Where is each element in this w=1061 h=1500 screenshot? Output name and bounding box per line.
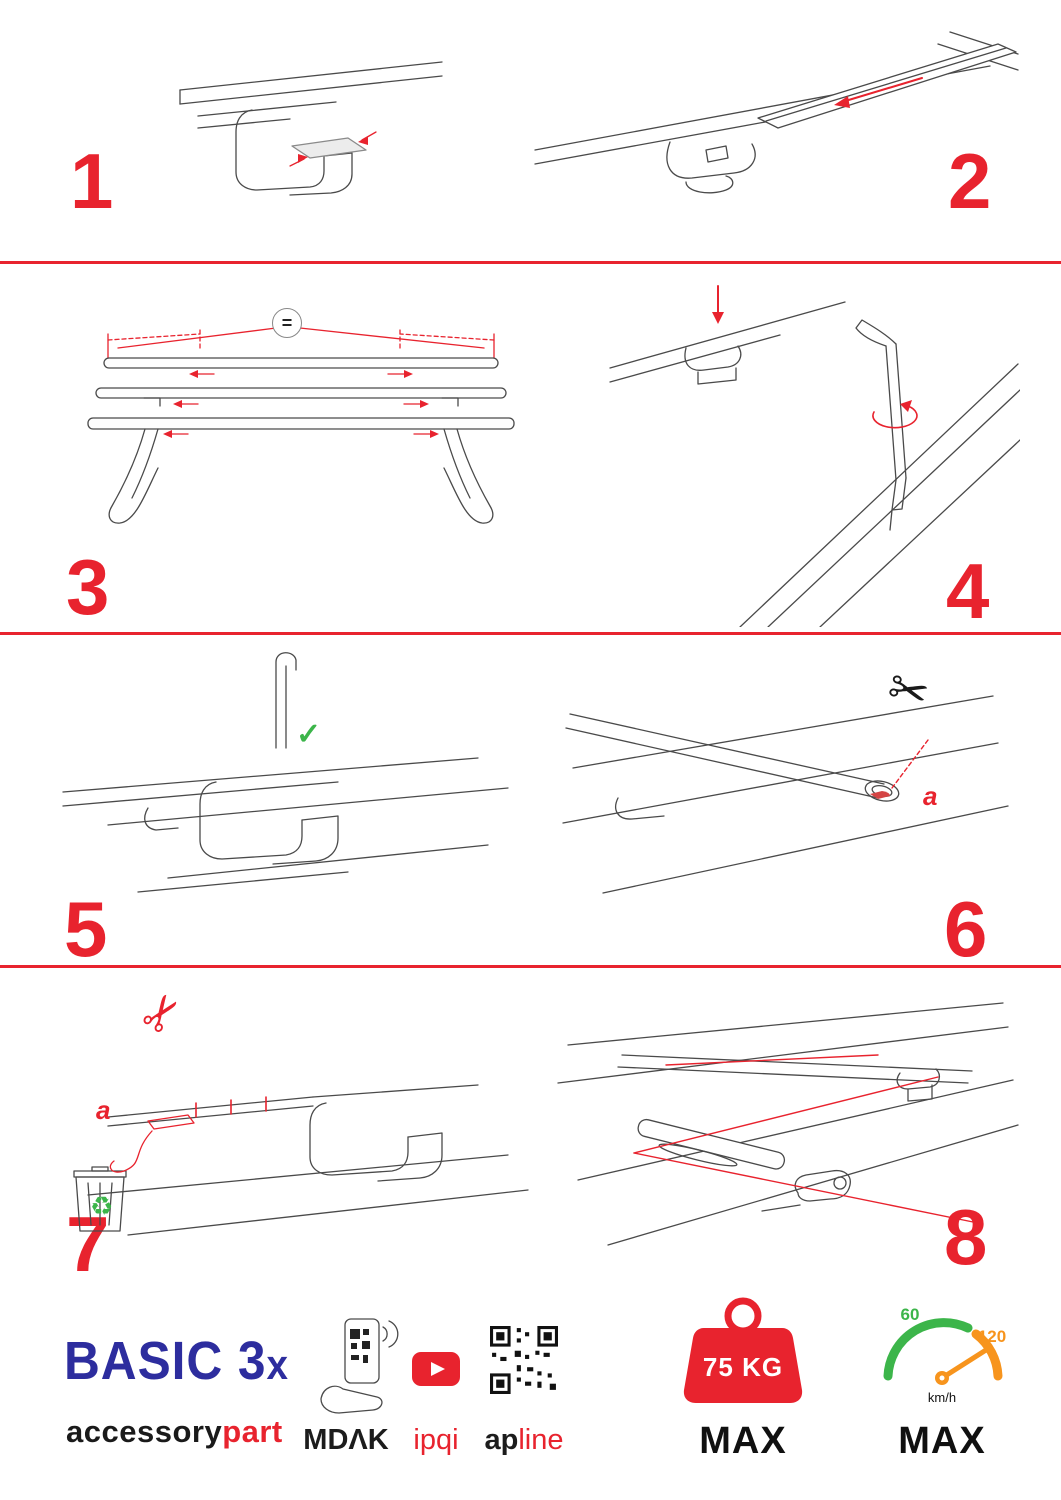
step-1-number: 1 (70, 137, 114, 225)
mdak-logo: MDΛK (303, 1424, 389, 1456)
brand-name-black: accessory (66, 1414, 223, 1449)
step-8-number: 8 (944, 1193, 988, 1281)
brand-name-red: part (222, 1414, 283, 1449)
youtube-icon (412, 1352, 460, 1386)
allen-key-drawing (609, 285, 1020, 627)
step-4-number: 4 (946, 547, 990, 635)
step-2-illustration (520, 22, 1020, 227)
max-weight-icon (668, 1292, 818, 1412)
step-3-illustration: = (48, 278, 553, 546)
step-5-illustration: ✓ (48, 640, 523, 902)
recycle-icon: ♻ (90, 1191, 114, 1221)
step-3-number: 3 (66, 543, 110, 631)
section-divider-3 (0, 965, 1061, 968)
product-logo: BASIC 3x (64, 1330, 289, 1392)
clamp-insert-drawing (179, 61, 443, 196)
speed-min-label: 60 (901, 1305, 920, 1324)
discard-strip-drawing (73, 1084, 529, 1236)
step-7-illustration: ✂ a ♻ (48, 982, 548, 1260)
ipqi-logo: ipqi (413, 1424, 459, 1456)
qr-code (490, 1326, 558, 1394)
speed-limit-label: MAX (898, 1420, 986, 1462)
adapter-alignment-drawing (557, 1002, 1019, 1246)
brand-logo: accessorypart (66, 1414, 283, 1450)
cut-point-label: a (923, 781, 938, 811)
apline-red: line (518, 1424, 564, 1456)
max-weight-value: 75 KG (702, 1352, 784, 1382)
step-5-number: 5 (64, 885, 108, 973)
max-weight-label: MAX (699, 1420, 787, 1462)
equals-badge: = (272, 308, 302, 338)
product-name: BASIC 3 (64, 1331, 267, 1391)
section-divider-2 (0, 632, 1061, 635)
step-8-illustration (548, 985, 1023, 1275)
apline-logo: apline (482, 1424, 566, 1457)
speed-unit-label: km/h (928, 1390, 956, 1405)
speed-max-label: 120 (978, 1327, 1006, 1346)
step-7-number: 7 (66, 1200, 110, 1288)
cut-strip-drawing (562, 695, 1009, 894)
phone-qr-icon (315, 1315, 400, 1415)
apline-black: ap (484, 1424, 519, 1456)
speedometer-icon: 60 120 km/h (872, 1290, 1012, 1412)
step-6-illustration: ✂ a (548, 648, 1023, 920)
product-suffix: x (266, 1341, 289, 1388)
section-divider-1 (0, 261, 1061, 264)
trash-icon (73, 1166, 127, 1232)
equal-spacing-drawing (87, 327, 515, 524)
step-1-illustration (140, 48, 460, 243)
clamp-check-drawing (62, 652, 509, 893)
step-6-number: 6 (944, 885, 988, 973)
bar-slide-drawing (534, 31, 1019, 194)
cut-point-label: a (96, 1095, 111, 1125)
step-2-number: 2 (948, 137, 992, 225)
step-4-illustration (590, 272, 1020, 627)
check-icon: ✓ (296, 718, 322, 751)
